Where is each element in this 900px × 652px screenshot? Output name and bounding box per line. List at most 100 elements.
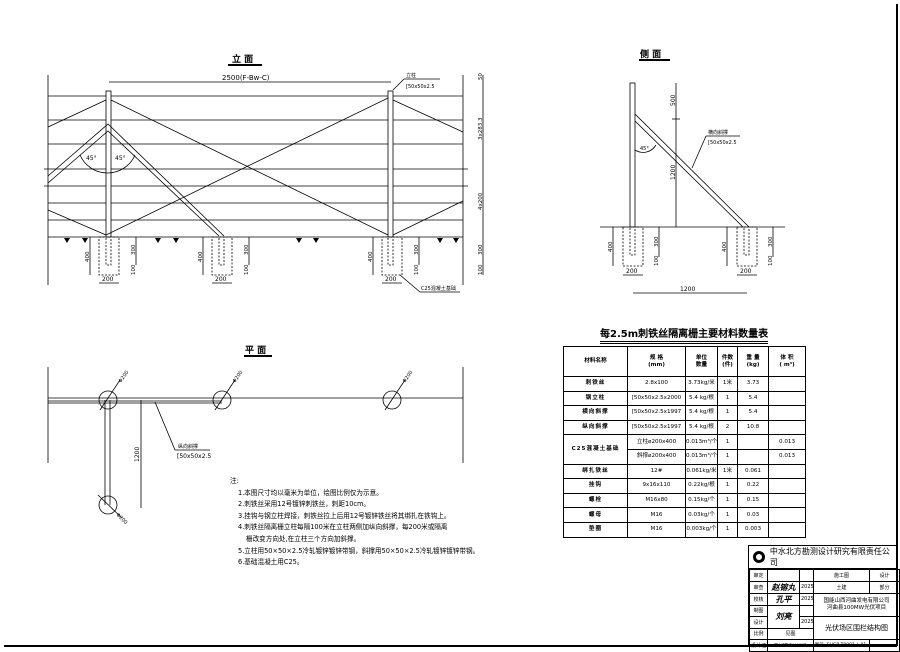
note-1: 1.本图尺寸均以毫米为单位，绘图比例仅为示意。 <box>238 488 383 497</box>
cell-weight <box>737 434 769 450</box>
cell-count: 1 <box>717 434 738 450</box>
cell-count: 1 <box>717 521 738 538</box>
angle-right: 45° <box>115 155 126 162</box>
date-approve <box>799 569 814 582</box>
company-logo-icon <box>753 551 765 563</box>
stage-type: 设计 <box>869 569 900 582</box>
cell-spec: 斜撑ø200x400 <box>627 448 686 465</box>
signature-draw: 刘亮 <box>767 604 800 629</box>
plan-dim-1200: 1200 <box>134 447 141 462</box>
cell-spec: M16 <box>627 521 686 538</box>
note-6: 6.基础混凝土用C25。 <box>238 558 304 567</box>
cell-volume <box>768 521 806 538</box>
cell-count: 1 <box>717 507 738 523</box>
cell-spec: [50x50x2.5x2000 <box>627 390 686 407</box>
footing-width-2: 200 <box>215 276 227 283</box>
date-review: 2025.5 <box>799 580 814 594</box>
material-table: 材料名称 规 格(mm) 单位数量 件数(件) 重 量(kg) 体 积( m³)… <box>563 346 806 538</box>
notes: 注: 1.本图尺寸均以毫米为单位，绘图比例仅为示意。 2.刺铁丝采用12号镀锌刺… <box>230 476 479 569</box>
cell-spec: [50x50x2.5x1997 <box>627 405 686 421</box>
side-footing-depth-2: 400 <box>722 241 728 252</box>
dim-50: 50 <box>478 73 484 80</box>
dim-3x283: 3x283.3 <box>478 117 484 140</box>
header-weight: 重 量(kg) <box>737 346 769 377</box>
side-base-1: 100 <box>654 255 660 266</box>
base-3: 100 <box>414 264 420 275</box>
plan-circle-label-1: Φ200 <box>118 370 131 384</box>
plan-circle-label-3: Φ200 <box>402 370 415 384</box>
side-footing-depth-1: 400 <box>608 241 614 252</box>
base-2: 100 <box>244 264 250 275</box>
post-label: 立柱 <box>406 72 416 79</box>
cell-weight: 0.061 <box>737 463 769 480</box>
side-footing-width-1: 200 <box>626 268 638 275</box>
cell-unit: 3.73kg/米 <box>685 376 718 392</box>
plan-circle-label-4: Φ200 <box>115 512 129 526</box>
scale-value: 见图 <box>767 627 814 640</box>
table-header: 材料名称 规 格(mm) 单位数量 件数(件) 重 量(kg) 体 积( m³) <box>563 346 806 377</box>
dim-100: 100 <box>478 264 484 275</box>
role-review: 审查 <box>749 580 768 594</box>
header-name: 材料名称 <box>563 346 628 377</box>
embed-depth-1: 300 <box>131 244 137 255</box>
cell-volume <box>768 376 806 392</box>
cell-volume <box>768 419 806 436</box>
plan-brace-label: 纵向斜撑 <box>178 443 198 450</box>
cell-spec: M16 <box>627 507 686 523</box>
side-angle: 45° <box>640 146 649 152</box>
cell-volume <box>768 405 806 421</box>
cell-weight: 5.4 <box>737 390 769 407</box>
side-footing-width-2: 200 <box>740 268 752 275</box>
side-view <box>600 59 785 294</box>
cell-count: 1 <box>717 448 738 465</box>
role-design: 设计 <box>749 616 768 629</box>
cell-name: 挂钩 <box>563 478 628 494</box>
cell-weight: 0.03 <box>737 507 769 523</box>
side-embed-1: 300 <box>654 236 660 247</box>
date-check: 2025.5 <box>799 592 814 606</box>
date-design: 2025.5 <box>799 616 814 629</box>
role-approve: 审定 <box>749 569 768 582</box>
cell-name: 纵向斜撑 <box>563 419 628 436</box>
note-3: 3.挂钩与钢立柱焊接，刺铁丝拉上后用12号镀锌铁丝将其绑扎在铁钩上。 <box>238 511 451 520</box>
cell-unit: 5.4 kg/根 <box>685 390 718 407</box>
cell-name: 横向斜撑 <box>563 405 628 421</box>
role-check: 校核 <box>749 592 768 606</box>
cell-spec: [50x50x2.5x1997 <box>627 419 686 436</box>
stage: 施工图 <box>813 569 870 582</box>
note-4-cont: 栅改变方向处,在立柱三个方向加斜撑。 <box>246 534 361 543</box>
material-table-title: 每2.5m刺铁丝隔离栅主要材料数量表 <box>600 325 769 344</box>
elevation-view <box>44 64 484 293</box>
cell-weight: 3.73 <box>737 376 769 392</box>
embed-depth-2: 300 <box>244 244 250 255</box>
cell-name: C25混凝土基础 <box>563 434 628 465</box>
side-dim-bottom: 1200 <box>680 286 695 293</box>
cell-name: 刺铁丝 <box>563 376 628 392</box>
plan-title: 平 面 <box>245 345 266 356</box>
cell-spec: 2.8x100 <box>627 376 686 392</box>
signature-check: 孔平 <box>767 592 800 606</box>
note-4: 4.刺铁丝隔离栅立柱每隔100米在立柱两侧加纵向斜撑，每200米或隔离 <box>238 523 448 532</box>
drawing-no: 图号 FHGB-T0001-L-01 <box>813 639 870 652</box>
dim-4x200: 4x200 <box>478 192 484 210</box>
note-5: 5.立柱用50×50×2.5冷轧镀锌镀锌带钢，斜撑用50×50×2.5冷轧镀锌镀… <box>238 546 480 555</box>
footing-width-3: 200 <box>385 276 397 283</box>
cell-weight: 0.15 <box>737 492 769 509</box>
cell-name: 绑扎铁丝 <box>563 463 628 480</box>
cell-weight: 0.003 <box>737 521 769 538</box>
date-draw <box>799 604 814 617</box>
side-base-2: 100 <box>768 255 774 266</box>
cell-name: 钢立柱 <box>563 390 628 407</box>
header-count: 件数(件) <box>717 346 738 377</box>
cell-count: 1 <box>717 492 738 509</box>
notes-heading: 注: <box>230 477 239 485</box>
cell-unit: 0.22kg/根 <box>685 478 718 494</box>
side-embed-2: 300 <box>768 236 774 247</box>
